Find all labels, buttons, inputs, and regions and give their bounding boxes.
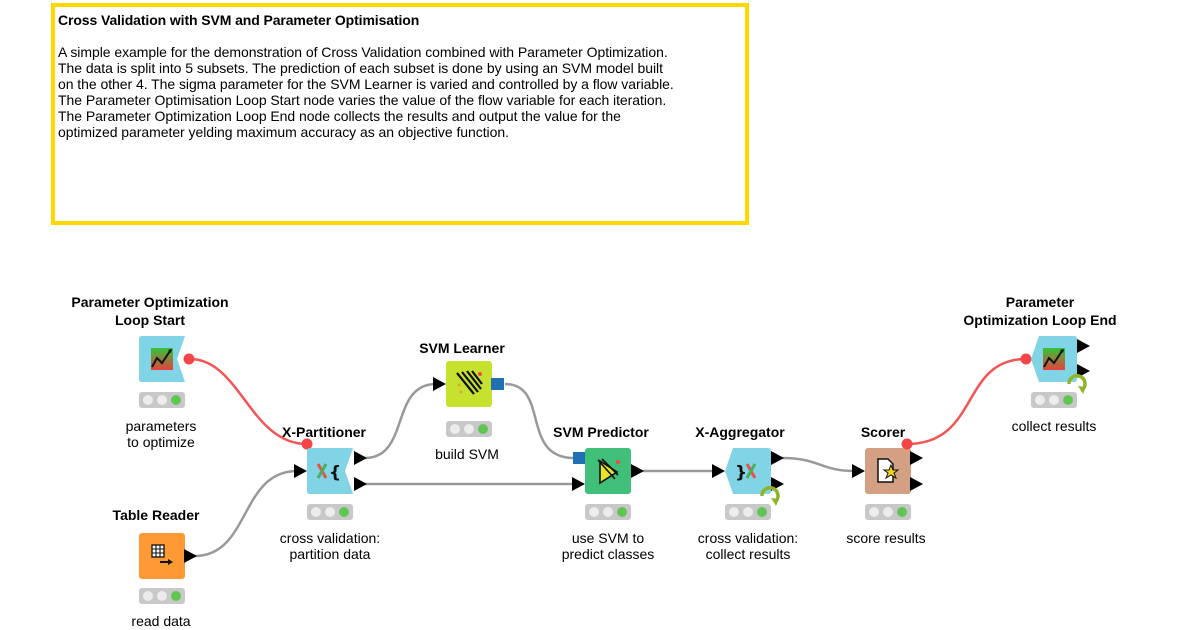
data-out-port[interactable] [184,549,198,563]
node-status-param-loop-start [139,392,185,408]
connection-xaggregator-to-scorer[interactable] [781,456,856,473]
data-out-port-1[interactable] [910,451,924,465]
connection-xpartitioner-to-svmlearner[interactable] [364,382,437,460]
data-out-port-2[interactable] [910,477,924,491]
node-title-svm-predictor: SVM Predictor [553,424,649,440]
data-in-port[interactable] [433,377,447,391]
predictor-triangle-icon [597,458,620,485]
document-star-icon [877,458,900,483]
table-arrow-icon [151,544,173,565]
loop-end-icon [1067,374,1087,394]
data-in-port[interactable] [294,464,308,478]
data-out-port-1[interactable] [1077,339,1091,353]
chart-line-icon [1043,348,1065,370]
data-out-port-1[interactable] [354,451,368,465]
node-status-table-reader [139,588,185,604]
node-desc-svm-predictor[interactable]: use SVM to predict classes [561,530,655,562]
brace-x-icon: } [735,463,757,483]
model-out-port[interactable] [491,378,505,391]
node-param-loop-end[interactable] [1031,336,1077,382]
node-desc-x-aggregator[interactable]: cross validation: collect results [697,530,799,562]
connection-scorer-to-loopend[interactable] [906,357,1027,446]
node-x-aggregator[interactable]: } [725,448,771,494]
node-status-scorer [865,504,911,520]
node-desc-param-loop-end[interactable]: collect results [1011,418,1097,434]
flow-variable-in-port[interactable] [1020,353,1032,365]
node-param-loop-start[interactable] [139,336,185,382]
data-out-port-2[interactable] [354,477,368,491]
annotation-body: A simple example for the demonstration o… [58,44,674,140]
workflow-annotation[interactable]: Cross Validation with SVM and Parameter … [51,3,749,225]
node-table-reader[interactable] [139,533,185,579]
data-out-port-1[interactable] [771,451,785,465]
node-desc-table-reader[interactable]: read data [131,613,191,629]
node-desc-param-loop-start[interactable]: parameters to optimize [125,418,197,450]
node-status-param-loop-end [1031,392,1077,408]
connection-svmlearner-to-svmpredictor[interactable] [504,382,575,460]
annotation-title: Cross Validation with SVM and Parameter … [58,12,420,28]
data-out-port[interactable] [631,464,645,478]
svm-stripes-icon [456,370,483,395]
node-svm-predictor[interactable] [585,448,631,494]
flow-variable-out-port[interactable] [901,438,913,450]
data-in-port[interactable] [712,464,726,478]
node-status-x-aggregator [725,504,771,520]
node-title-param-loop-start: Parameter Optimization Loop Start [71,294,229,328]
svg-text:}: } [735,463,747,483]
node-desc-scorer[interactable]: score results [846,530,926,546]
node-title-param-loop-end: Parameter Optimization Loop End [963,294,1117,328]
node-title-scorer: Scorer [860,424,906,440]
flow-variable-out-port[interactable] [183,353,195,365]
loop-end-icon [760,486,780,506]
node-svm-learner[interactable] [446,361,492,407]
node-desc-x-partitioner[interactable]: cross validation: partition data [279,530,381,562]
data-in-port[interactable] [572,477,586,491]
node-title-svm-learner: SVM Learner [419,340,505,356]
chart-line-icon [151,348,173,370]
node-desc-svm-learner[interactable]: build SVM [435,446,499,462]
node-status-svm-learner [446,421,492,437]
x-brace-icon: { [316,463,341,483]
data-out-port-2[interactable] [1077,364,1091,378]
data-in-port[interactable] [852,464,866,478]
node-title-x-partitioner: X-Partitioner [281,424,367,440]
model-in-port[interactable] [573,452,587,465]
node-title-x-aggregator: X-Aggregator [695,424,785,440]
node-title-table-reader: Table Reader [112,507,200,523]
svg-text:{: { [329,463,341,483]
node-x-partitioner[interactable]: { [307,448,353,494]
node-status-x-partitioner [307,504,353,520]
flow-variable-in-port[interactable] [301,438,313,450]
connection-tablereader-to-xpartitioner[interactable] [194,469,298,558]
node-scorer[interactable] [865,448,911,494]
node-status-svm-predictor [585,504,631,520]
connection-loopstart-to-xpartitioner[interactable] [189,357,308,446]
